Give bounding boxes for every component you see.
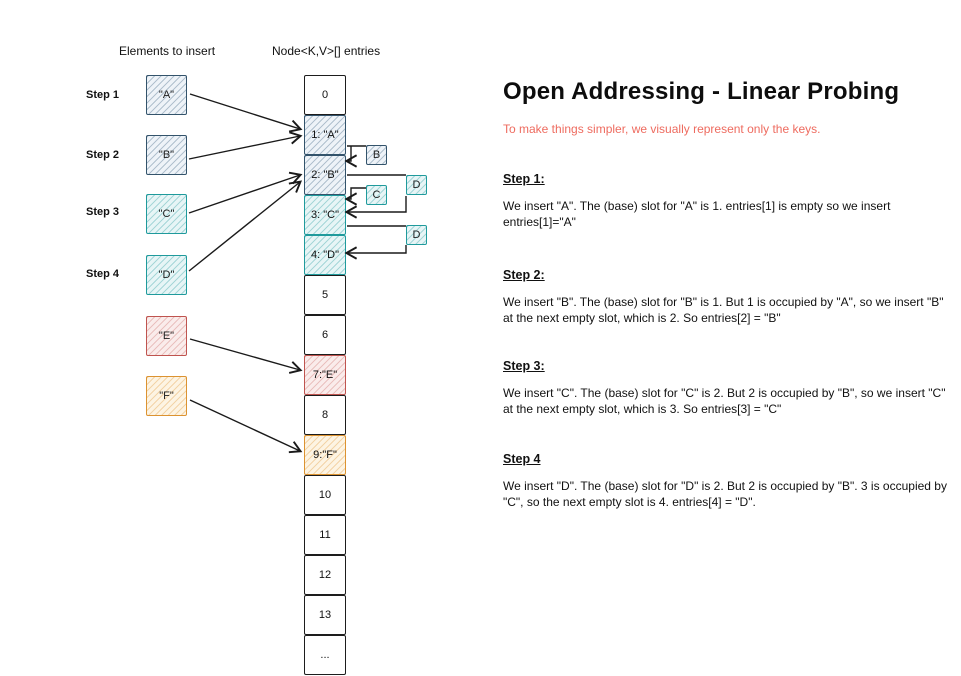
element-box-e: "E" bbox=[146, 316, 187, 356]
step-3-block: Step 3: We insert "C". The (base) slot f… bbox=[503, 359, 955, 417]
explanation-panel: Open Addressing - Linear Probing To make… bbox=[503, 78, 955, 509]
array-slot-5: 5 bbox=[304, 275, 346, 315]
array-slot-11: 11 bbox=[304, 515, 346, 555]
array-slot-13: 13 bbox=[304, 595, 346, 635]
array-slot-1: 1: "A" bbox=[304, 115, 346, 155]
arrow-b-to-slot1 bbox=[188, 131, 303, 160]
element-box-c: "C" bbox=[146, 194, 187, 234]
step-4-label: Step 4 bbox=[86, 268, 120, 280]
keys-note: To make things simpler, we visually repr… bbox=[503, 122, 821, 136]
entries-column-header: Node<K,V>[] entries bbox=[272, 44, 381, 58]
probe-return-b-to-slot2 bbox=[344, 146, 358, 168]
step-2-block: Step 2: We insert "B". The (base) slot f… bbox=[503, 268, 955, 326]
array-slot-6: 6 bbox=[304, 315, 346, 355]
step-1-label: Step 1 bbox=[86, 89, 120, 101]
arrow-d-to-slot2 bbox=[188, 180, 303, 272]
step-1-heading: Step 1: bbox=[503, 172, 545, 186]
step-4-heading: Step 4 bbox=[503, 452, 541, 466]
array-slot-9: 9:"F" bbox=[304, 435, 346, 475]
probe-box-d2: D bbox=[406, 225, 427, 245]
array-slot-0: 0 bbox=[304, 75, 346, 115]
step-4-body: We insert "D". The (base) slot for "D" i… bbox=[503, 479, 947, 509]
step-1-body: We insert "A". The (base) slot for "A" i… bbox=[503, 199, 891, 229]
probe-box-d1: D bbox=[406, 175, 427, 195]
element-box-a: "A" bbox=[146, 75, 187, 115]
step-3-heading: Step 3: bbox=[503, 359, 545, 373]
probe-box-b: B bbox=[366, 145, 387, 165]
step-3-body: We insert "C". The (base) slot for "C" i… bbox=[503, 386, 946, 416]
array-slot-3: 3: "C" bbox=[304, 195, 346, 235]
arrow-c-to-slot2 bbox=[188, 171, 303, 214]
step-3-label: Step 3 bbox=[86, 206, 120, 218]
arrow-e-to-slot7 bbox=[189, 338, 303, 374]
step-2-heading: Step 2: bbox=[503, 268, 545, 282]
arrow-a-to-slot1 bbox=[189, 93, 303, 133]
step-1-block: Step 1: We insert "A". The (base) slot f… bbox=[503, 172, 955, 230]
probe-box-c: C bbox=[366, 185, 387, 205]
step-2-body: We insert "B". The (base) slot for "B" i… bbox=[503, 295, 944, 325]
element-box-d: "D" bbox=[146, 255, 187, 295]
arrow-f-to-slot9 bbox=[189, 399, 303, 454]
array-slot-8: 8 bbox=[304, 395, 346, 435]
probe-return-d2-to-slot4 bbox=[344, 245, 407, 260]
page-title: Open Addressing - Linear Probing bbox=[503, 78, 900, 105]
elements-column-header: Elements to insert bbox=[119, 44, 216, 58]
array-slot-10: 10 bbox=[304, 475, 346, 515]
array-slot-12: 12 bbox=[304, 555, 346, 595]
array-slot-2: 2: "B" bbox=[304, 155, 346, 195]
step-4-block: Step 4 We insert "D". The (base) slot fo… bbox=[503, 452, 955, 510]
array-slot-4: 4: "D" bbox=[304, 235, 346, 275]
step-2-label: Step 2 bbox=[86, 149, 120, 161]
element-box-b: "B" bbox=[146, 135, 187, 175]
array-slot-7: 7:"E" bbox=[304, 355, 346, 395]
probe-return-c-to-slot3 bbox=[344, 187, 366, 206]
element-box-f: "F" bbox=[146, 376, 187, 416]
array-slot-ellipsis: ... bbox=[304, 635, 346, 675]
